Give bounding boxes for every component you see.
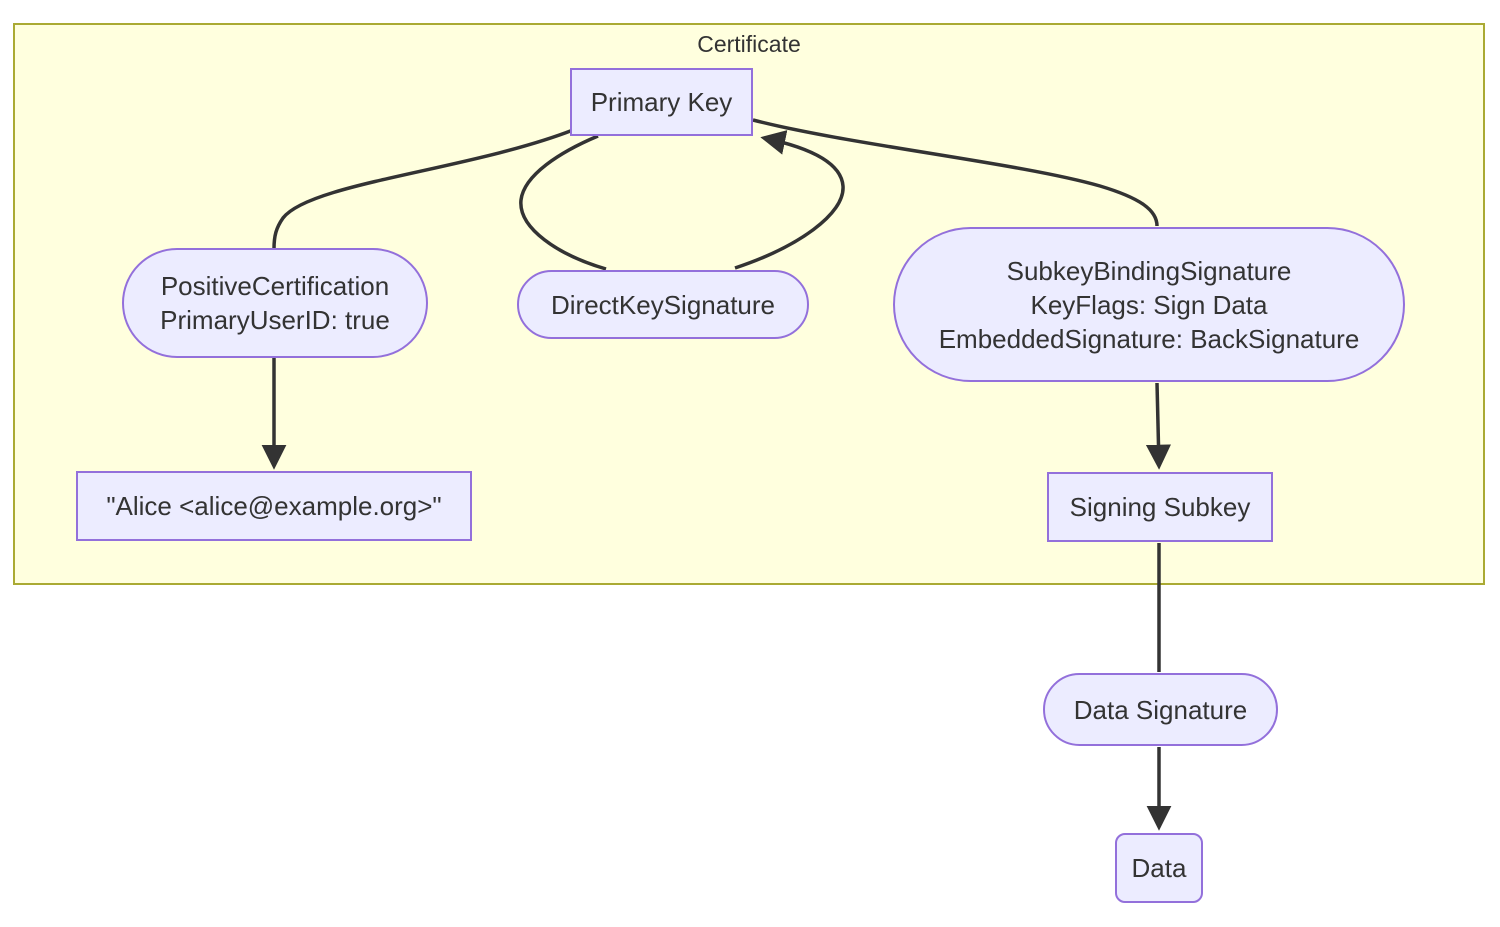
node-label: Data xyxy=(1131,853,1187,883)
node-label: Data Signature xyxy=(1073,694,1248,725)
node-subkey-binding-signature: SubkeyBindingSignature KeyFlags: Sign Da… xyxy=(893,227,1405,382)
edge-primary-key-to-subkey-binding-signature xyxy=(752,118,1159,227)
node-label-line: EmbeddedSignature: BackSignature xyxy=(938,323,1360,354)
node-user-id: "Alice <alice@example.org>" xyxy=(76,471,472,541)
node-positive-certification: PositiveCertification PrimaryUserID: tru… xyxy=(122,248,428,358)
node-label: "Alice <alice@example.org>" xyxy=(106,491,442,521)
node-label-line: PrimaryUserID: true xyxy=(160,305,390,335)
node-label-line: SubkeyBindingSignature xyxy=(1006,255,1292,286)
node-data: Data xyxy=(1115,833,1203,903)
node-signing-subkey: Signing Subkey xyxy=(1047,472,1273,542)
node-label: Signing Subkey xyxy=(1069,492,1251,522)
certificate-cluster-label: Certificate xyxy=(697,31,801,57)
node-primary-key: Primary Key xyxy=(570,68,753,136)
edge-subkey-binding-signature-to-signing-subkey xyxy=(1145,382,1171,470)
node-label-line: KeyFlags: Sign Data xyxy=(1030,289,1268,320)
node-label: Primary Key xyxy=(590,87,733,117)
edge-direct-key-signature-to-primary-key xyxy=(734,130,845,270)
node-label-line: PositiveCertification xyxy=(160,271,390,301)
node-direct-key-signature: DirectKeySignature xyxy=(517,270,809,339)
edge-primary-key-to-direct-key-signature xyxy=(519,134,607,271)
edge-primary-key-to-positive-certification xyxy=(272,128,574,250)
node-label: DirectKeySignature xyxy=(551,289,775,320)
node-data-signature: Data Signature xyxy=(1043,673,1278,746)
